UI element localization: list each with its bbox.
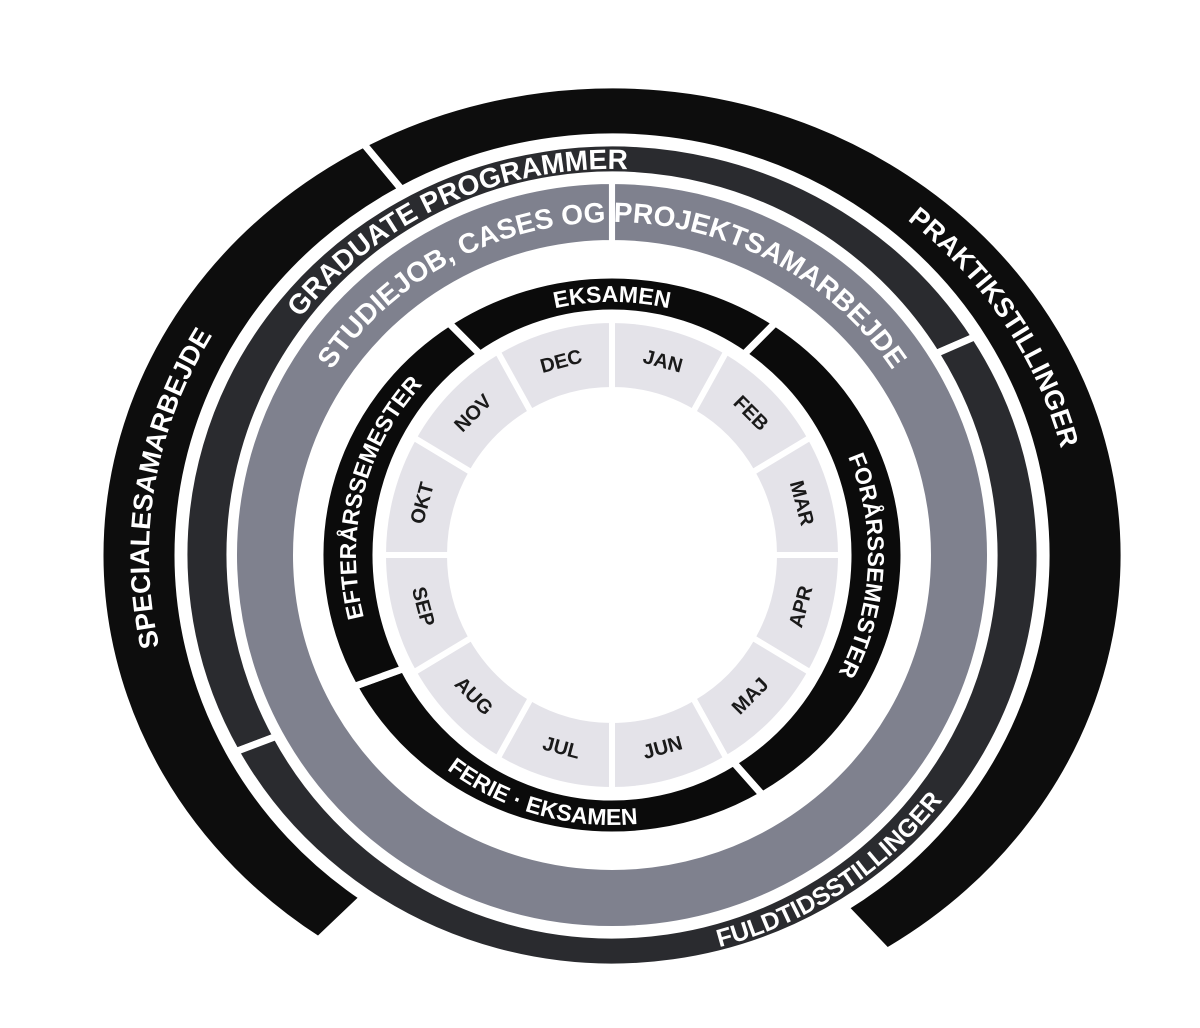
semester-segment-efteraarssemester bbox=[316, 318, 486, 691]
outer-segment-praktikstillinger bbox=[358, 81, 1128, 956]
career-segment-fuldtid bbox=[230, 332, 1044, 971]
study-ring-band bbox=[231, 177, 993, 932]
ring-shapes bbox=[96, 81, 1128, 971]
month-segment-dec bbox=[493, 316, 615, 417]
